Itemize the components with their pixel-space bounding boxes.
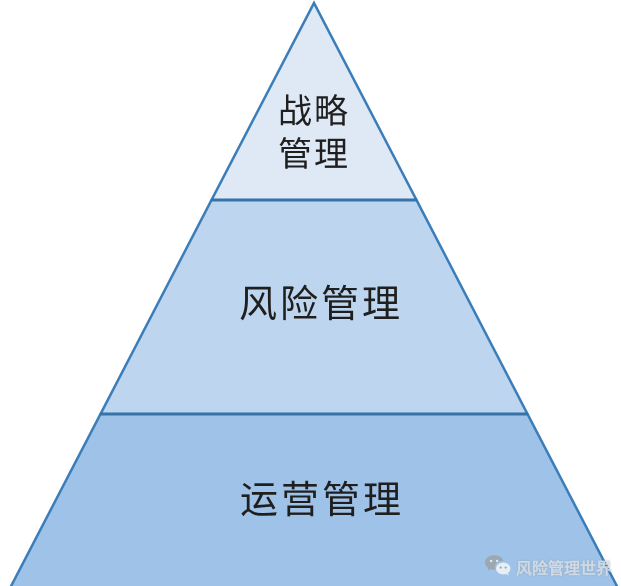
watermark: 风险管理世界 xyxy=(484,554,612,579)
watermark-text: 风险管理世界 xyxy=(515,558,612,578)
tier-risk-label: 风险管理 xyxy=(239,282,403,326)
tier-strategic-label-line1: 战略 xyxy=(278,92,350,132)
tier-strategic-label-line2: 管理 xyxy=(278,135,350,175)
wechat-chat-bubbles-icon xyxy=(484,555,511,576)
tier-operations-label: 运营管理 xyxy=(240,478,404,522)
